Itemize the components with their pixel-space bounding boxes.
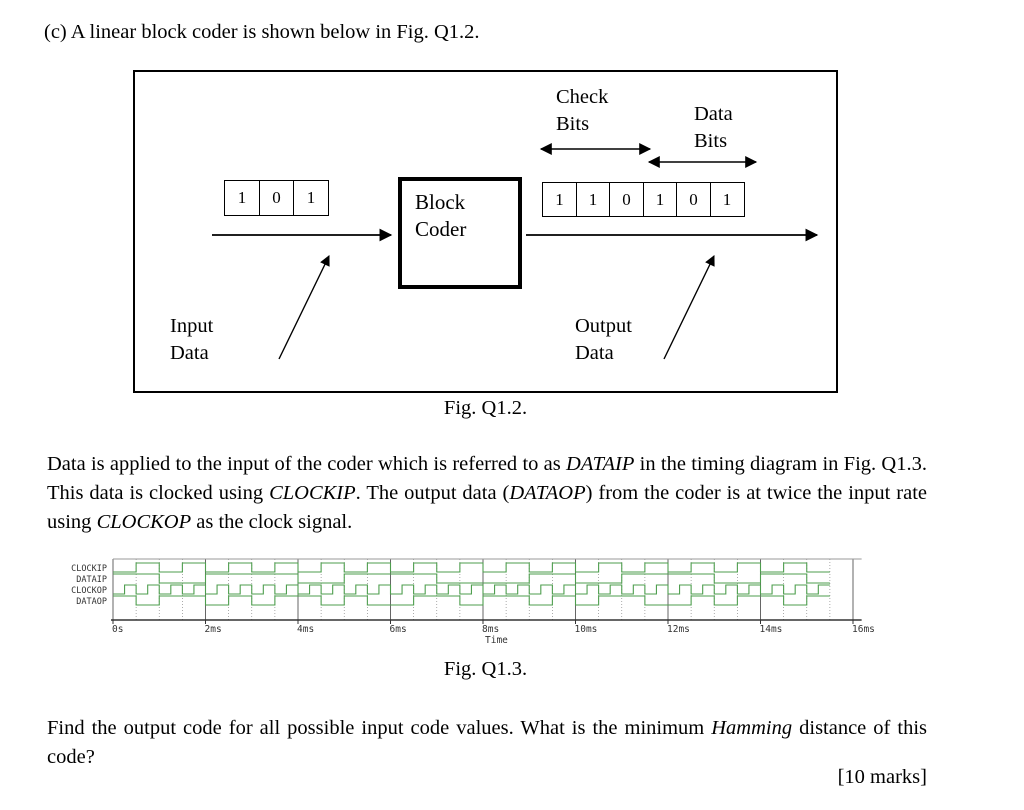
register-cell: 1 <box>575 182 611 217</box>
fig-q13-caption: Fig. Q1.3. <box>443 658 528 680</box>
register-cell: 1 <box>542 182 577 217</box>
svg-text:CLOCKOP: CLOCKOP <box>71 586 107 596</box>
svg-text:12ms: 12ms <box>667 624 690 635</box>
paragraph-1: Data is applied to the input of the code… <box>47 453 927 533</box>
svg-text:4ms: 4ms <box>297 624 314 635</box>
intro-text: (c) A linear block coder is shown below … <box>44 21 480 43</box>
svg-text:6ms: 6ms <box>390 624 407 635</box>
paragraph-2: Find the output code for all possible in… <box>47 717 927 768</box>
svg-text:DATAIP: DATAIP <box>76 575 107 585</box>
fig-q12: 1 0 1 Block Coder 1 1 0 1 0 1 Check Bits… <box>133 70 838 393</box>
output-data-label: Output Data <box>575 315 632 364</box>
waveforms <box>113 562 830 606</box>
register-cell: 1 <box>642 182 678 217</box>
svg-text:16ms: 16ms <box>852 624 875 635</box>
register-cell: 1 <box>224 180 260 216</box>
marks-label: [10 marks] <box>837 766 927 788</box>
svg-text:14ms: 14ms <box>760 624 783 635</box>
output-pointer-arrow <box>663 255 715 360</box>
svg-text:Time: Time <box>485 635 508 646</box>
data-bits-label: Data Bits <box>694 103 733 152</box>
block-coder-box: Block Coder <box>398 177 522 289</box>
register-cell: 0 <box>609 182 644 217</box>
block-coder-label-line1: Block <box>415 190 466 214</box>
check-bits-label: Check Bits <box>556 86 609 135</box>
block-coder-label-line2: Coder <box>415 217 467 241</box>
register-cell: 1 <box>293 180 329 216</box>
svg-text:8ms: 8ms <box>482 624 499 635</box>
fig-q12-arrows <box>212 143 819 360</box>
svg-text:10ms: 10ms <box>575 624 598 635</box>
output-register: 1 1 0 1 0 1 <box>542 182 745 217</box>
register-cell: 0 <box>258 180 295 216</box>
axis <box>111 558 862 624</box>
input-register: 1 0 1 <box>224 180 329 216</box>
svg-text:CLOCKIP: CLOCKIP <box>71 564 107 574</box>
svg-text:2ms: 2ms <box>205 624 222 635</box>
svg-text:DATAOP: DATAOP <box>76 597 107 607</box>
register-cell: 1 <box>709 182 745 217</box>
fig-q12-caption: Fig. Q1.2. <box>443 397 528 419</box>
input-pointer-arrow <box>278 255 330 360</box>
svg-text:0s: 0s <box>112 624 123 635</box>
register-cell: 0 <box>676 182 711 217</box>
input-data-label: Input Data <box>170 315 214 364</box>
